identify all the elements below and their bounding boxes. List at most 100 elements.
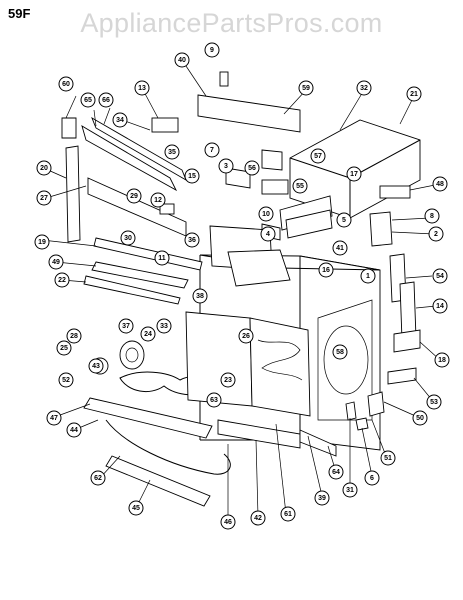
callout-number: 66	[102, 97, 110, 104]
callout-number: 64	[332, 469, 340, 476]
callout-40: 40	[174, 52, 190, 68]
callout-number: 19	[38, 239, 46, 246]
callout-number: 41	[336, 245, 344, 252]
bracket-9	[219, 71, 229, 87]
callout-number: 57	[314, 153, 322, 160]
bottom-element-62	[105, 419, 231, 475]
callout-13: 13	[134, 80, 150, 96]
callout-number: 47	[50, 415, 58, 422]
callout-circle	[54, 272, 70, 288]
callout-39: 39	[314, 490, 330, 506]
callout-circle	[204, 42, 220, 58]
part-3	[225, 167, 251, 189]
callout-55: 55	[292, 178, 308, 194]
callout-49: 49	[48, 254, 64, 270]
trim-rail-65	[81, 125, 178, 192]
callout-circle	[328, 464, 344, 480]
callout-number: 35	[168, 149, 176, 156]
callout-circle	[140, 326, 156, 342]
cavity-23	[185, 311, 253, 407]
callout-6: 6	[364, 470, 380, 486]
callout-number: 31	[346, 487, 354, 494]
callout-52: 52	[58, 372, 74, 388]
part-6	[355, 417, 369, 431]
callout-number: 10	[262, 211, 270, 218]
callout-circle	[426, 394, 442, 410]
callout-circle	[220, 514, 236, 530]
callout-number: 8	[430, 213, 434, 220]
callout-circle	[432, 268, 448, 284]
callout-63: 63	[206, 392, 222, 408]
switch-29	[159, 203, 175, 215]
callout-circle	[434, 352, 450, 368]
callout-57: 57	[310, 148, 326, 164]
callout-circle	[66, 328, 82, 344]
callout-8: 8	[424, 208, 440, 224]
callout-number: 38	[196, 293, 204, 300]
callout-circle	[154, 250, 170, 266]
rail-22	[83, 275, 181, 305]
callout-circle	[218, 158, 234, 174]
callout-53: 53	[426, 394, 442, 410]
callout-number: 1	[366, 273, 370, 280]
callout-number: 59	[302, 85, 310, 92]
part-56	[261, 149, 283, 171]
callout-number: 62	[94, 475, 102, 482]
callout-58: 58	[332, 344, 348, 360]
callout-number: 53	[430, 399, 438, 406]
callout-45: 45	[128, 500, 144, 516]
callout-34: 34	[112, 112, 128, 128]
callout-circle	[238, 328, 254, 344]
callout-number: 48	[436, 181, 444, 188]
callout-5: 5	[336, 212, 352, 228]
callout-number: 43	[92, 363, 100, 370]
callout-number: 56	[248, 165, 256, 172]
callout-circle	[206, 392, 222, 408]
callout-circle	[174, 52, 190, 68]
part-18	[393, 329, 421, 353]
callout-44: 44	[66, 422, 82, 438]
callout-circle	[360, 268, 376, 284]
callout-circle	[310, 148, 326, 164]
callout-number: 30	[124, 235, 132, 242]
callout-number: 6	[370, 475, 374, 482]
callout-26: 26	[238, 328, 254, 344]
callout-circle	[250, 510, 266, 526]
callout-14: 14	[432, 298, 448, 314]
callout-circle	[48, 254, 64, 270]
callout-1: 1	[360, 268, 376, 284]
callout-16: 16	[318, 262, 334, 278]
vent-panel	[197, 94, 301, 133]
callout-21: 21	[406, 86, 422, 102]
callout-circle	[220, 372, 236, 388]
callout-number: 18	[438, 357, 446, 364]
callout-51: 51	[380, 450, 396, 466]
callout-30: 30	[120, 230, 136, 246]
callout-66: 66	[98, 92, 114, 108]
callout-circle	[342, 482, 358, 498]
callout-circle	[244, 160, 260, 176]
callout-number: 12	[154, 197, 162, 204]
callout-33: 33	[156, 318, 172, 334]
part-5	[285, 209, 333, 239]
callout-number: 46	[224, 519, 232, 526]
callout-number: 52	[62, 377, 70, 384]
callout-number: 20	[40, 165, 48, 172]
callout-29: 29	[126, 188, 142, 204]
callout-61: 61	[280, 506, 296, 522]
oven-back-fan	[323, 325, 369, 395]
wiring-lines	[257, 339, 303, 381]
callout-19: 19	[34, 234, 50, 250]
callout-46: 46	[220, 514, 236, 530]
callout-25: 25	[56, 340, 72, 356]
callout-circle	[56, 340, 72, 356]
callout-circle	[204, 142, 220, 158]
callout-9: 9	[204, 42, 220, 58]
callout-number: 11	[158, 255, 166, 262]
callout-number: 22	[58, 277, 66, 284]
callout-circle	[58, 372, 74, 388]
callout-number: 32	[360, 85, 368, 92]
fan-motor-25	[119, 340, 145, 370]
part-50	[367, 391, 385, 417]
